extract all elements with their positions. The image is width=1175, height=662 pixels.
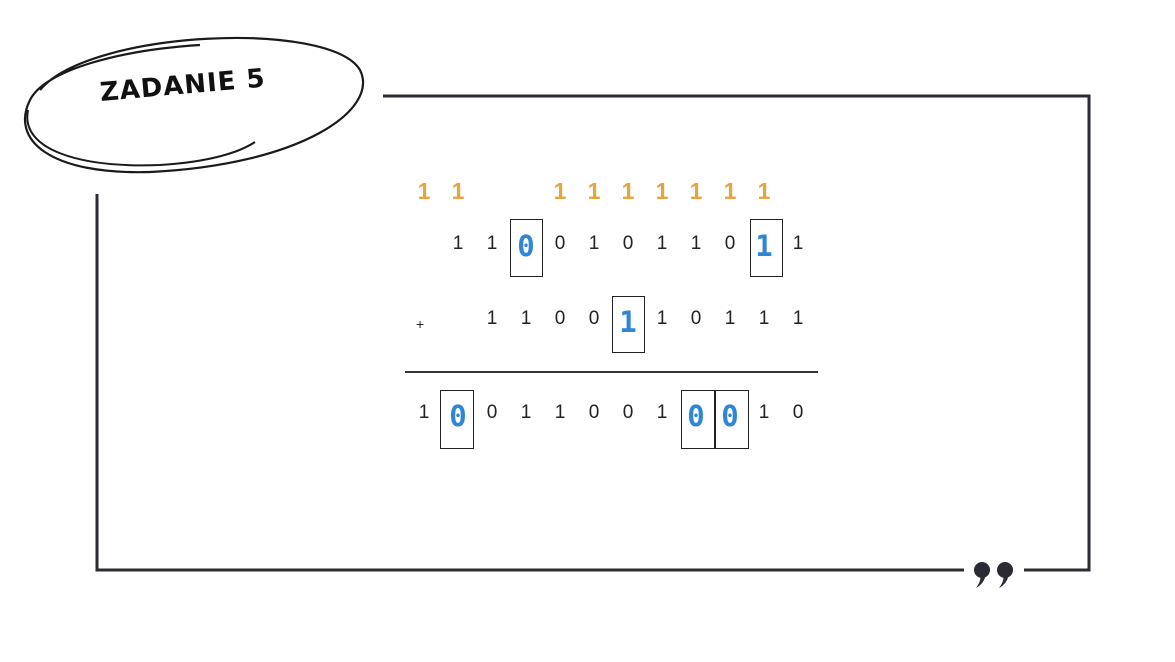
digit: 0: [554, 308, 566, 329]
digit: 1: [588, 233, 600, 254]
result-digit: 1: [656, 402, 668, 423]
result-digit: 0: [792, 402, 804, 423]
digit: 0: [724, 233, 736, 254]
result-digit-highlighted: 0: [721, 399, 739, 433]
digit: 1: [520, 308, 532, 329]
highlight-box: [681, 390, 715, 449]
sum-rule: [405, 371, 818, 373]
digit: 1: [452, 233, 464, 254]
highlight-box: [750, 219, 783, 277]
result-digit: 1: [758, 402, 770, 423]
digit: 0: [690, 308, 702, 329]
result-digit: 0: [588, 402, 600, 423]
closing-quote-icon: [974, 562, 1013, 588]
carry-digit: 1: [689, 178, 703, 204]
digit: 1: [792, 308, 804, 329]
digit: 0: [554, 233, 566, 254]
carry-digit: 1: [417, 178, 431, 204]
result-digit-highlighted: 0: [449, 399, 467, 433]
highlight-box: [715, 390, 749, 449]
result-digit: 1: [520, 402, 532, 423]
carry-digit: 1: [723, 178, 737, 204]
digit: 1: [792, 233, 804, 254]
digit: 1: [758, 308, 770, 329]
digit: 1: [724, 308, 736, 329]
carry-digit: 1: [587, 178, 601, 204]
digit-highlighted: 1: [755, 229, 773, 263]
highlight-box: [440, 390, 474, 449]
plus-operator: +: [416, 316, 425, 332]
digit: 0: [588, 308, 600, 329]
digit: 1: [656, 233, 668, 254]
result-digit: 0: [622, 402, 634, 423]
result-digit: 0: [486, 402, 498, 423]
highlight-box: [510, 219, 543, 277]
digit-highlighted: 1: [619, 305, 637, 339]
carry-digit: 1: [553, 178, 567, 204]
digit: 1: [656, 308, 668, 329]
carry-digit: 1: [451, 178, 465, 204]
highlight-box: [612, 296, 645, 353]
carry-digit: 1: [621, 178, 635, 204]
digit-highlighted: 0: [517, 229, 535, 263]
digit: 1: [486, 308, 498, 329]
digit: 1: [486, 233, 498, 254]
digit: 1: [690, 233, 702, 254]
carry-digit: 1: [757, 178, 771, 204]
carry-digit: 1: [655, 178, 669, 204]
result-digit-highlighted: 0: [687, 399, 705, 433]
result-digit: 1: [554, 402, 566, 423]
ellipse-scribble: [24, 36, 365, 174]
result-digit: 1: [418, 402, 430, 423]
digit: 0: [622, 233, 634, 254]
